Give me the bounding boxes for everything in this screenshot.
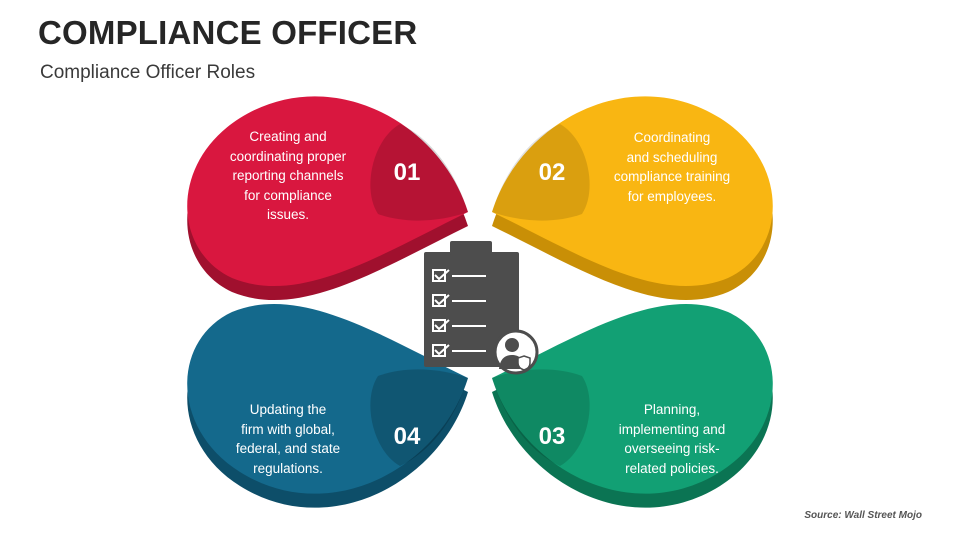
- role-03-number: 03: [539, 423, 566, 450]
- role-03-description: Planning, implementing and overseeing ri…: [618, 402, 726, 476]
- role-02-petal: 02: [492, 96, 773, 301]
- role-01-description: Creating and coordinating proper reporti…: [229, 129, 347, 222]
- role-03-petal: 03: [492, 303, 773, 508]
- role-02-number: 02: [539, 159, 566, 186]
- role-01-petal: 01: [187, 96, 469, 301]
- source-note: Source: Wall Street Mojo: [804, 510, 922, 521]
- officer-avatar-icon: [493, 329, 539, 375]
- role-02-description: Coordinating and scheduling compliance t…: [613, 130, 731, 204]
- page-subtitle: Compliance Officer Roles: [40, 62, 256, 83]
- role-04-petal: 04: [187, 303, 469, 508]
- role-04-number: 04: [394, 423, 421, 450]
- role-04-description: Updating the firm with global, federal, …: [235, 402, 341, 476]
- page-title: COMPLIANCE OFFICER: [38, 14, 418, 51]
- role-01-number: 01: [394, 159, 421, 186]
- clipboard-checklist-icon: [424, 241, 519, 367]
